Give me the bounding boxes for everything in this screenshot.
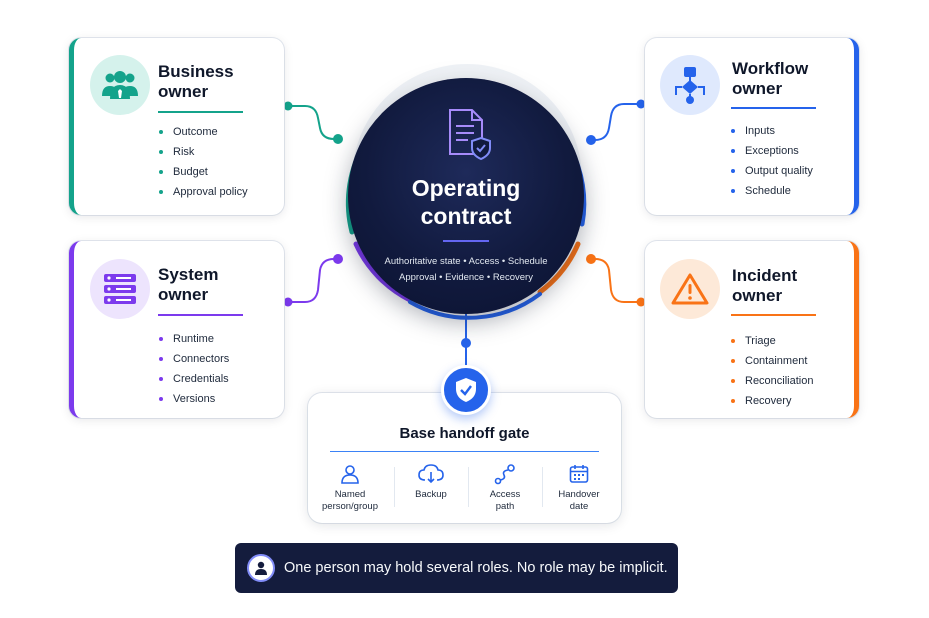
list-item: Reconciliation xyxy=(731,371,813,391)
people-group-icon xyxy=(90,55,150,115)
list-item: Versions xyxy=(159,389,229,409)
responsibility-list: Inputs Exceptions Output quality Schedul… xyxy=(731,121,813,201)
card-divider xyxy=(731,107,816,109)
list-item: Output quality xyxy=(731,161,813,181)
responsibility-list: Runtime Connectors Credentials Versions xyxy=(159,329,229,409)
list-item: Inputs xyxy=(731,121,813,141)
list-item: Schedule xyxy=(731,181,813,201)
gate-separator xyxy=(468,467,469,507)
list-item: Containment xyxy=(731,351,813,371)
card-divider xyxy=(158,111,243,113)
gate-item-backup: Backup xyxy=(394,463,468,501)
responsibility-list: Outcome Risk Budget Approval policy xyxy=(159,122,248,202)
route-icon xyxy=(468,463,542,485)
list-item: Runtime xyxy=(159,329,229,349)
shield-check-icon xyxy=(441,365,491,415)
gate-title: Base handoff gate xyxy=(399,425,530,442)
list-item: Budget xyxy=(159,162,248,182)
list-item: Outcome xyxy=(159,122,248,142)
roles-note-bar: One person may hold several roles. No ro… xyxy=(235,543,678,593)
gate-separator xyxy=(394,467,395,507)
list-item: Triage xyxy=(731,331,813,351)
list-item: Connectors xyxy=(159,349,229,369)
list-item: Exceptions xyxy=(731,141,813,161)
person-icon xyxy=(313,463,387,485)
user-avatar-icon xyxy=(247,554,275,582)
list-item: Risk xyxy=(159,142,248,162)
calendar-icon xyxy=(542,463,616,485)
roles-note-text: One person may hold several roles. No ro… xyxy=(284,560,668,576)
warning-triangle-icon xyxy=(660,259,720,319)
list-item: Recovery xyxy=(731,391,813,411)
document-shield-icon xyxy=(449,109,491,161)
gate-divider xyxy=(330,451,599,452)
list-item: Credentials xyxy=(159,369,229,389)
flowchart-icon xyxy=(660,55,720,115)
card-divider xyxy=(731,314,816,316)
gate-separator xyxy=(542,467,543,507)
gate-item-label: Backup xyxy=(415,489,447,500)
card-divider xyxy=(158,314,243,316)
cloud-download-icon xyxy=(394,463,468,485)
list-item: Approval policy xyxy=(159,182,248,202)
responsibility-list: Triage Containment Reconciliation Recove… xyxy=(731,331,813,411)
server-stack-icon xyxy=(90,259,150,319)
hub-divider xyxy=(443,240,489,242)
